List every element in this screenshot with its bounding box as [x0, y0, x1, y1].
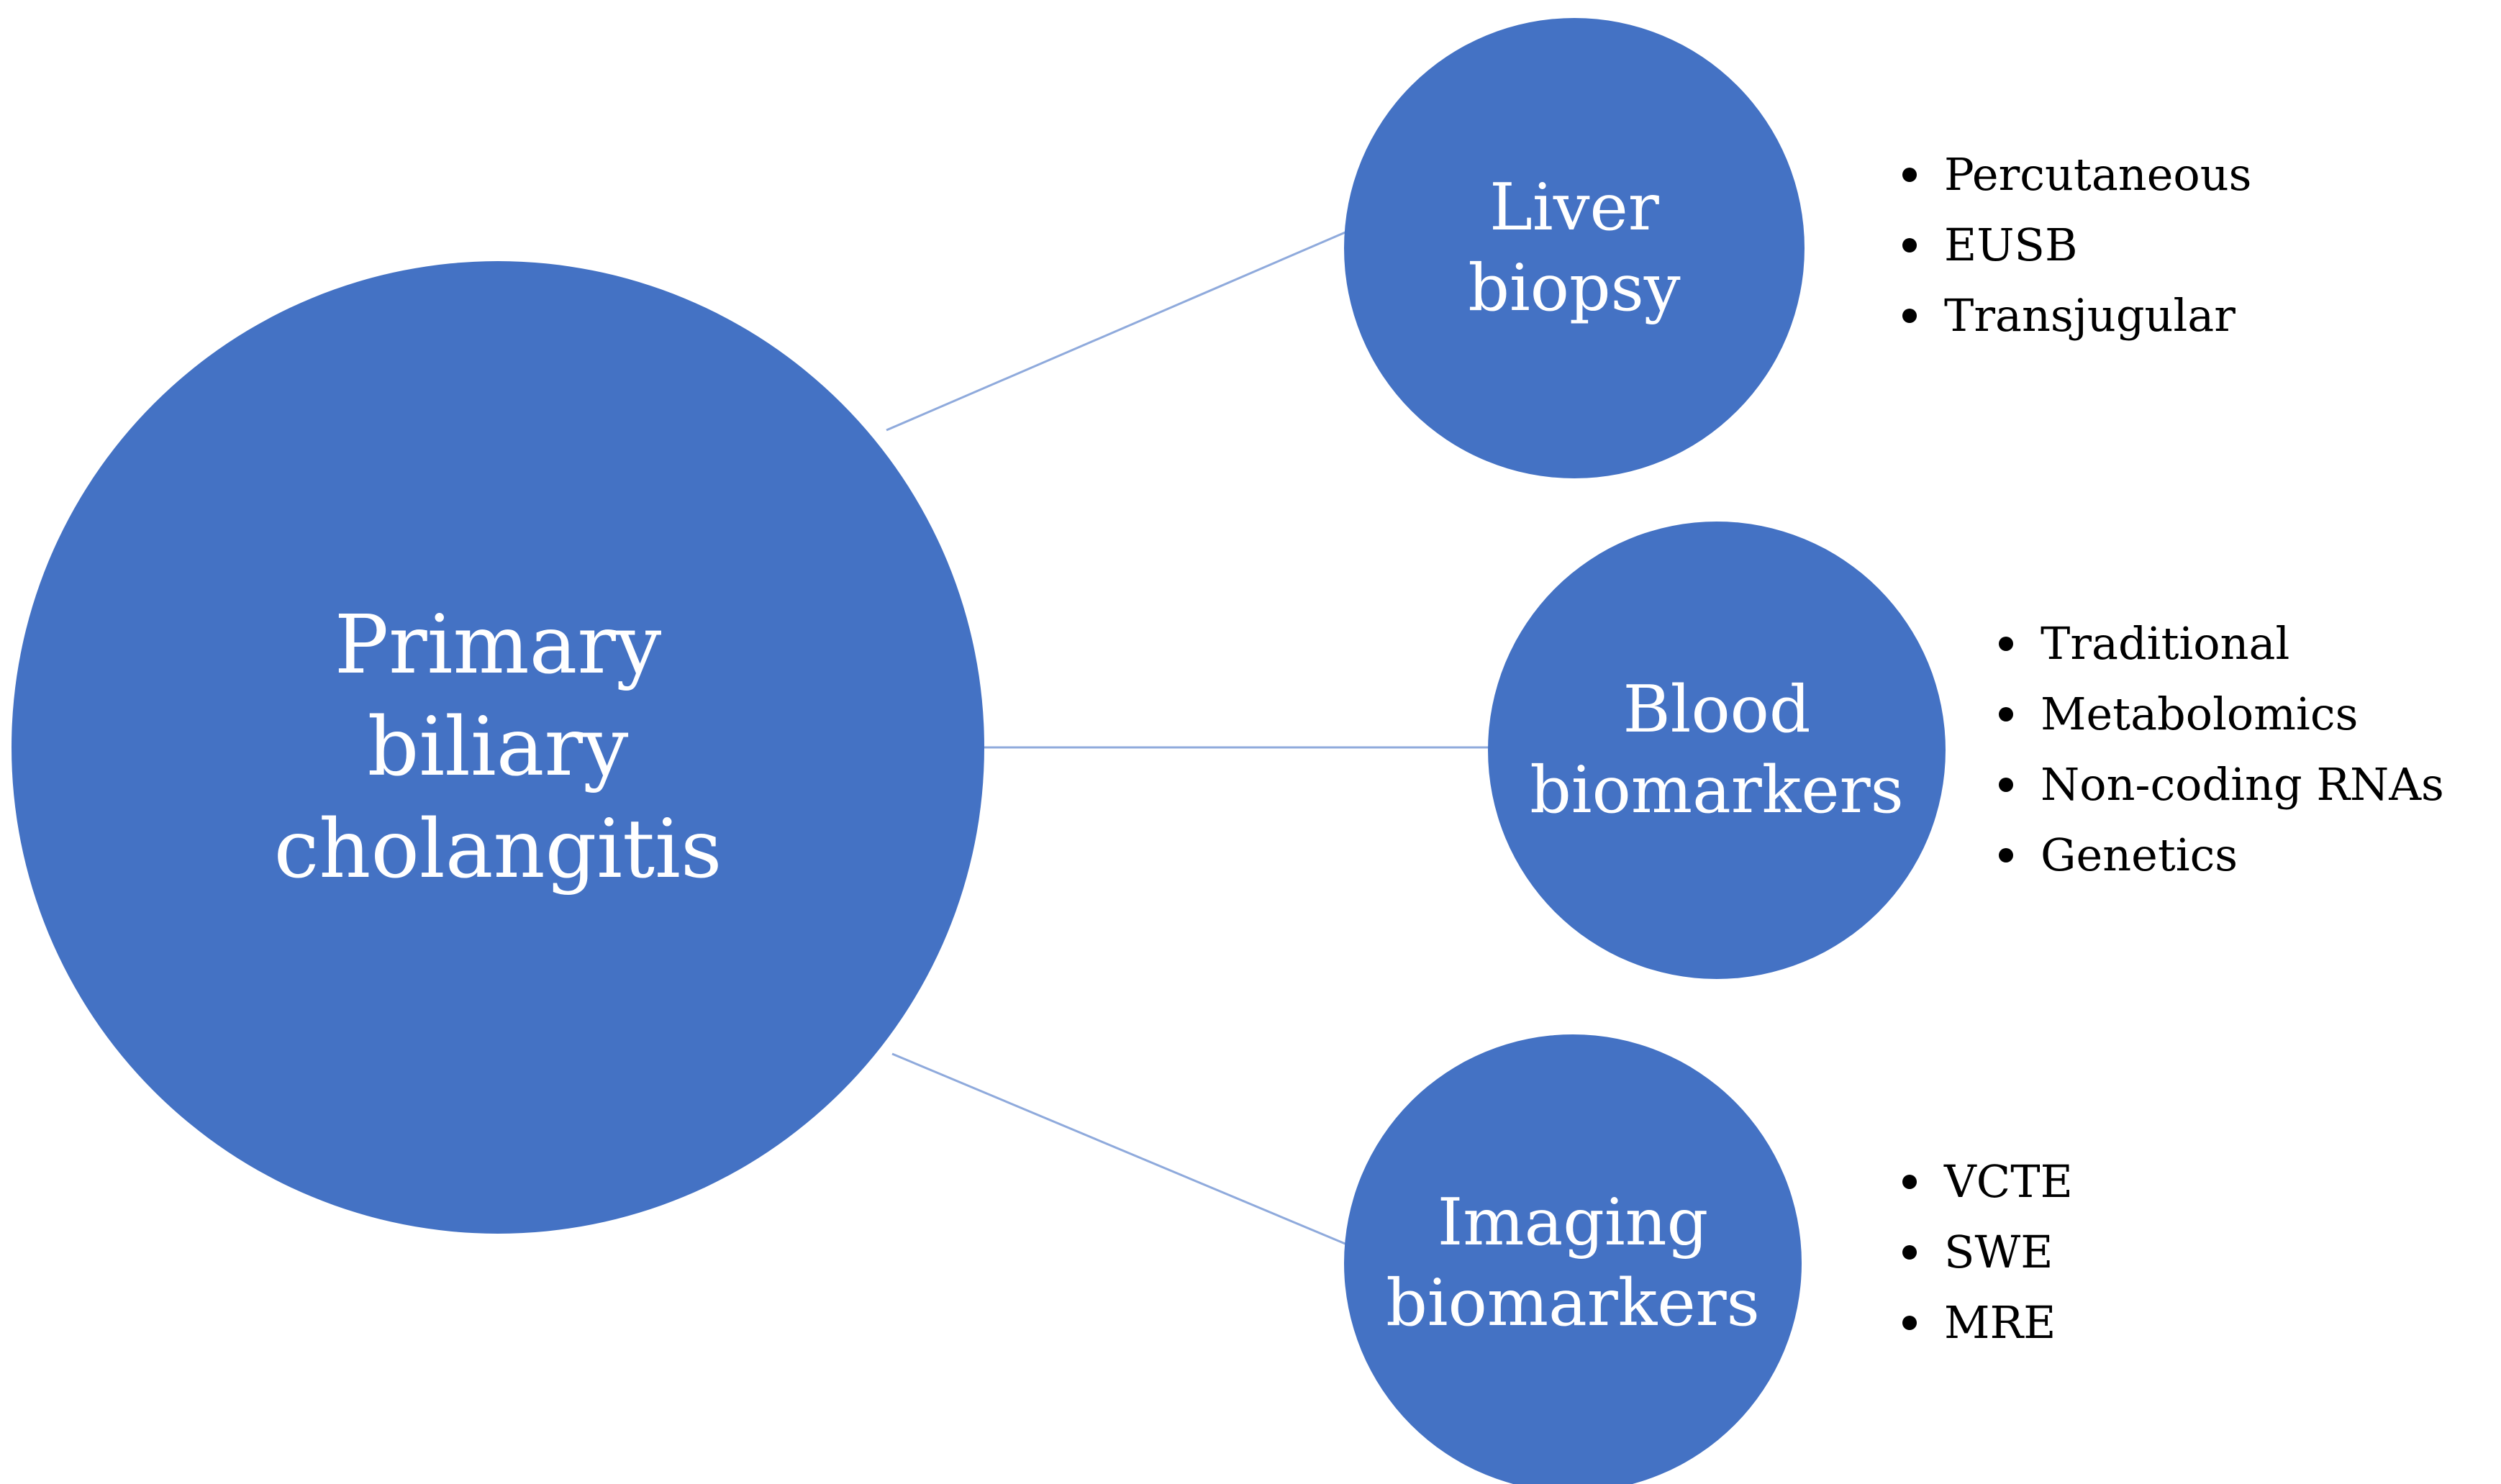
liver-biopsy-list: Percutaneous EUSB Transjugular	[1897, 140, 2252, 351]
list-item: Transjugular	[1897, 281, 2252, 351]
list-item: Non-coding RNAs	[1993, 750, 2444, 820]
connector-imaging-biomarkers	[891, 1052, 1348, 1246]
list-item: SWE	[1897, 1217, 2073, 1288]
list-item: VCTE	[1897, 1147, 2073, 1217]
blood-biomarkers-list: Traditional Metabolomics Non-coding RNAs…	[1993, 609, 2444, 891]
list-item: Genetics	[1993, 820, 2444, 891]
list-item: Traditional	[1993, 609, 2444, 679]
liver-biopsy-label: Liver biopsy	[1468, 170, 1681, 326]
main-node-circle: Primary biliary cholangitis	[12, 261, 984, 1234]
imaging-biomarkers-node: Imaging biomarkers	[1344, 1034, 1802, 1484]
liver-biopsy-node: Liver biopsy	[1344, 18, 1805, 478]
list-item: Percutaneous	[1897, 140, 2252, 210]
list-item: EUSB	[1897, 210, 2252, 281]
main-node-label: Primary biliary cholangitis	[273, 598, 722, 896]
list-item: Metabolomics	[1993, 679, 2444, 750]
blood-biomarkers-label: Blood biomarkers	[1530, 672, 1904, 828]
list-item: MRE	[1897, 1288, 2073, 1358]
imaging-biomarkers-label: Imaging biomarkers	[1386, 1185, 1760, 1341]
connector-liver-biopsy	[886, 230, 1348, 432]
blood-biomarkers-node: Blood biomarkers	[1488, 522, 1946, 979]
imaging-biomarkers-list: VCTE SWE MRE	[1897, 1147, 2073, 1358]
